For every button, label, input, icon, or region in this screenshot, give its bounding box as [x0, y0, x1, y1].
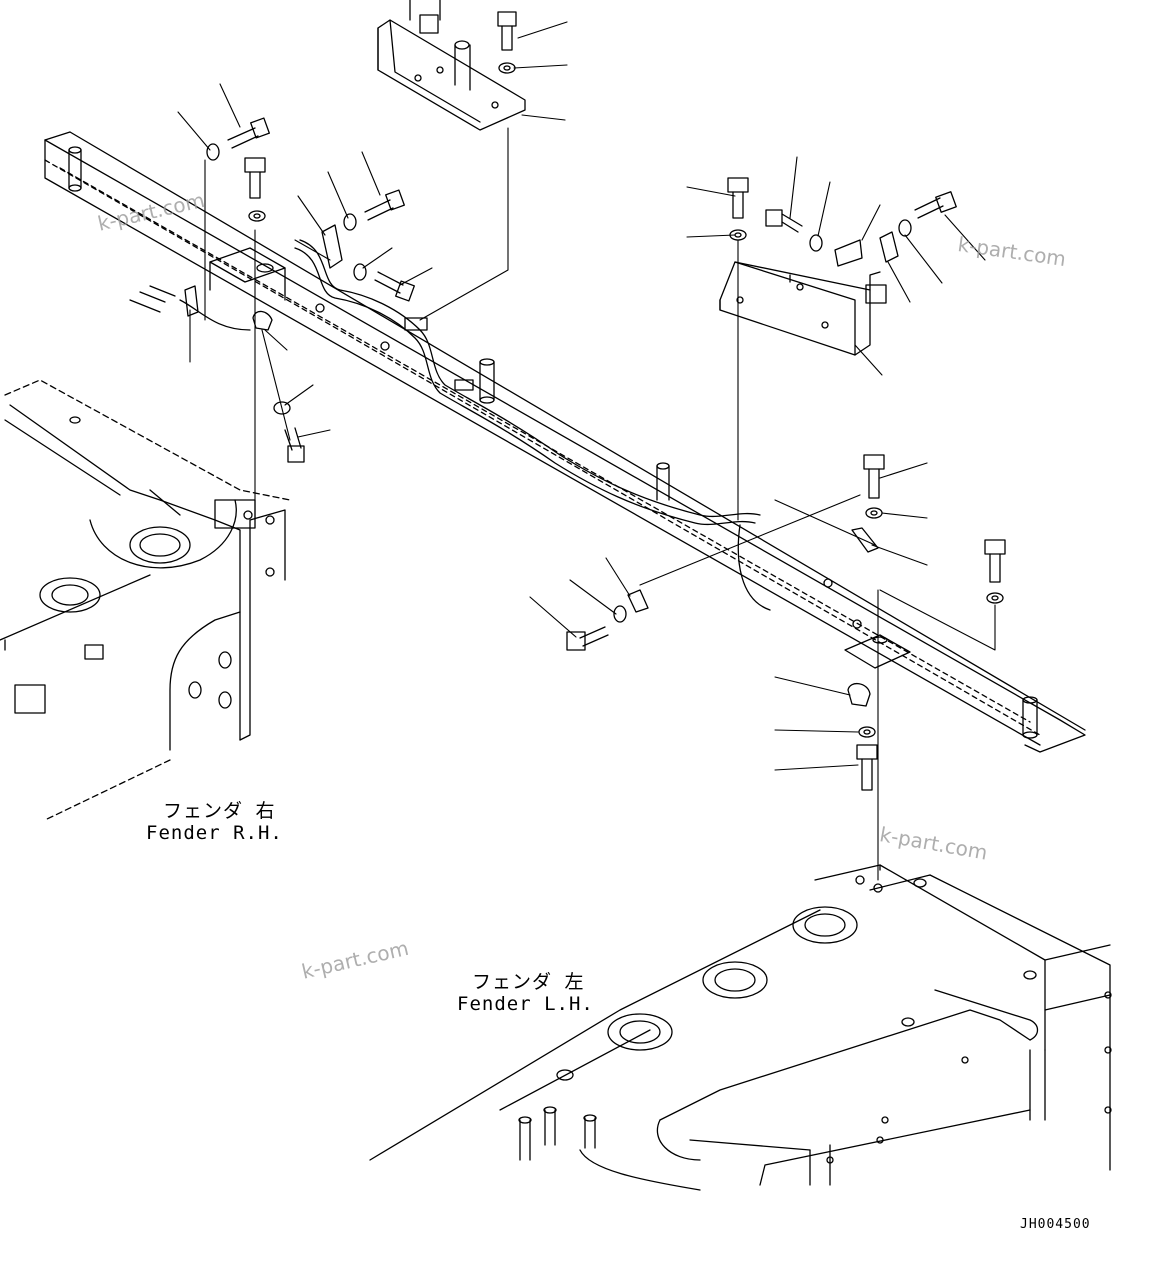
bolt [765, 209, 803, 233]
wire-harness [129, 239, 771, 611]
bolt [984, 539, 1006, 583]
bolt [364, 189, 405, 221]
bolt [863, 454, 885, 499]
fender-left-label-jp: フェンダ 左 [472, 971, 585, 993]
frame-stud [479, 358, 495, 404]
bolt [244, 157, 266, 199]
drawing-code: JH004500 [1020, 1217, 1091, 1232]
bolt [727, 177, 749, 219]
bolt [497, 11, 517, 51]
fender-right-label-en: Fender R.H. [146, 822, 283, 844]
bolt [856, 744, 878, 791]
fender-right-label-jp: フェンダ 右 [163, 800, 276, 822]
bolt [227, 117, 270, 149]
fender-right-shape [0, 379, 291, 821]
upper-bracket [377, 0, 526, 131]
washers [206, 62, 1004, 738]
bolt [566, 626, 609, 651]
bolt [374, 271, 415, 302]
bolts [227, 11, 1006, 791]
frame-stud [68, 146, 82, 192]
clamps [184, 224, 899, 707]
frame-stud [1022, 696, 1038, 739]
bolt [284, 427, 305, 463]
frame-cross-member [44, 131, 1086, 753]
leader-lines [177, 21, 996, 881]
fender-left-label-en: Fender L.H. [457, 993, 594, 1015]
frame-stud [656, 462, 670, 501]
fender-left-shape [369, 864, 1112, 1191]
bolt [914, 191, 957, 219]
controller-bracket [719, 261, 887, 356]
